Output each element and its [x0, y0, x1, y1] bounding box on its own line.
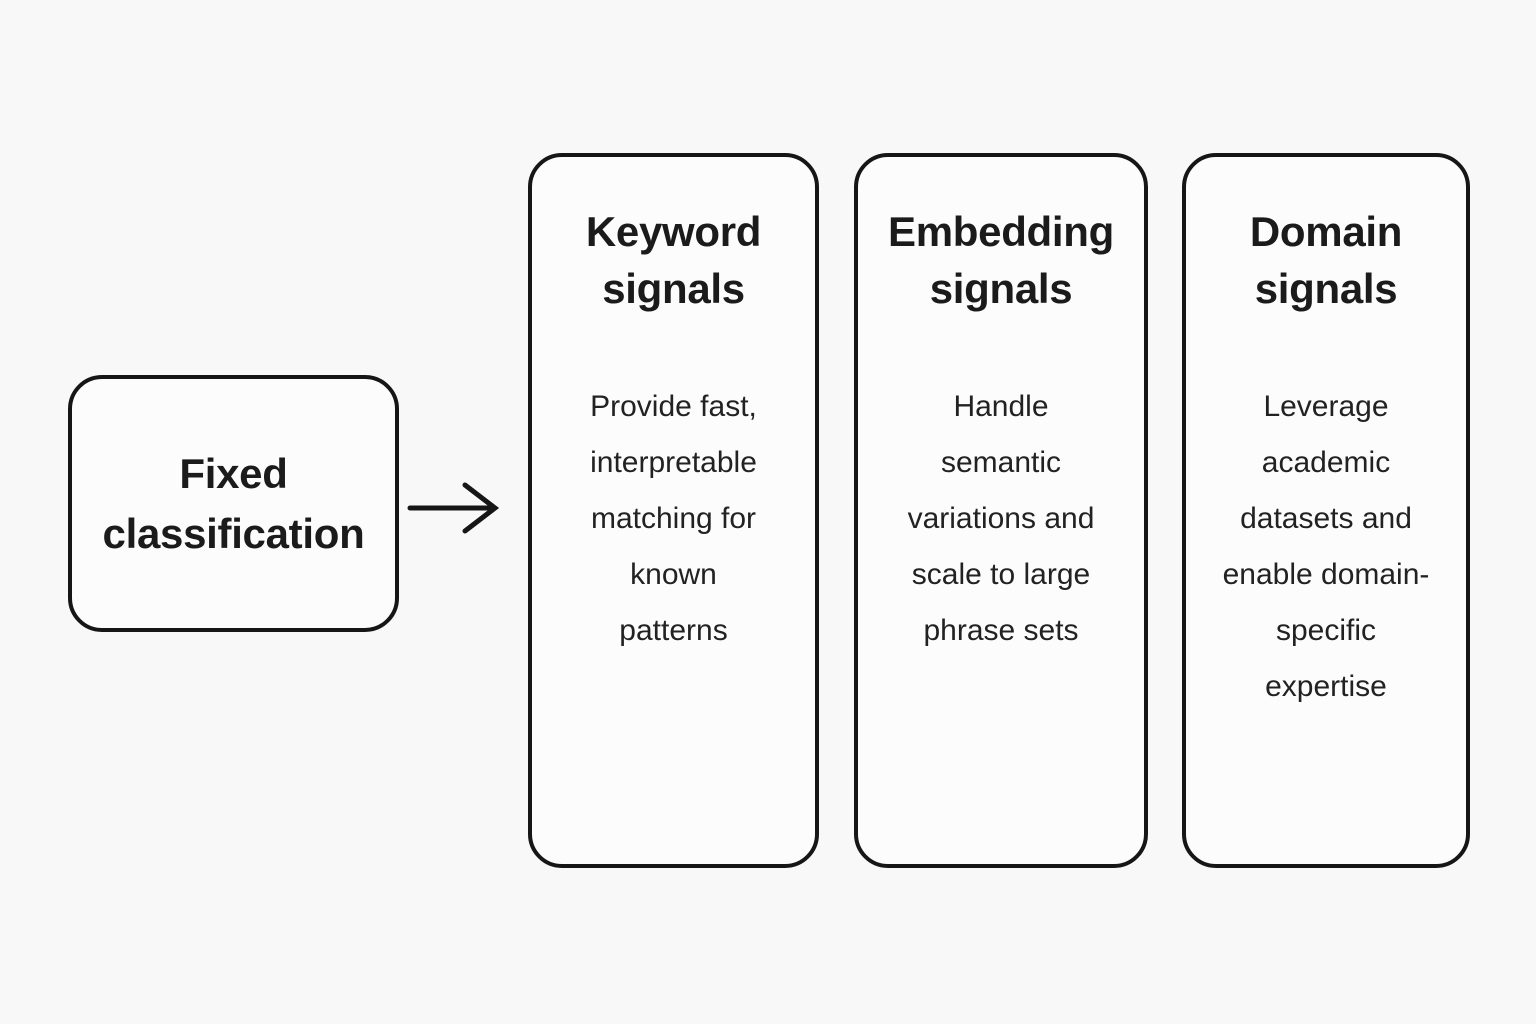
fixed-classification-box: Fixed classification [68, 375, 399, 632]
card-title-keyword: Keyword signals [585, 208, 762, 312]
signal-card-domain: Domain signals Leverage academic dataset… [1182, 153, 1470, 868]
card-description-domain: Leverage academic datasets and enable do… [1222, 390, 1430, 703]
card-title-domain: Domain signals [1249, 208, 1403, 312]
right-arrow-icon [407, 482, 500, 534]
card-title-embedding: Embedding signals [888, 208, 1114, 312]
signal-card-keyword: Keyword signals Provide fast, interpreta… [528, 153, 819, 868]
fixed-classification-label: Fixed classification [102, 449, 365, 557]
signal-card-embedding: Embedding signals Handle semantic variat… [854, 153, 1148, 868]
card-description-embedding: Handle semantic variations and scale to … [907, 390, 1095, 647]
card-description-keyword: Provide fast, interpretable matching for… [590, 390, 757, 647]
